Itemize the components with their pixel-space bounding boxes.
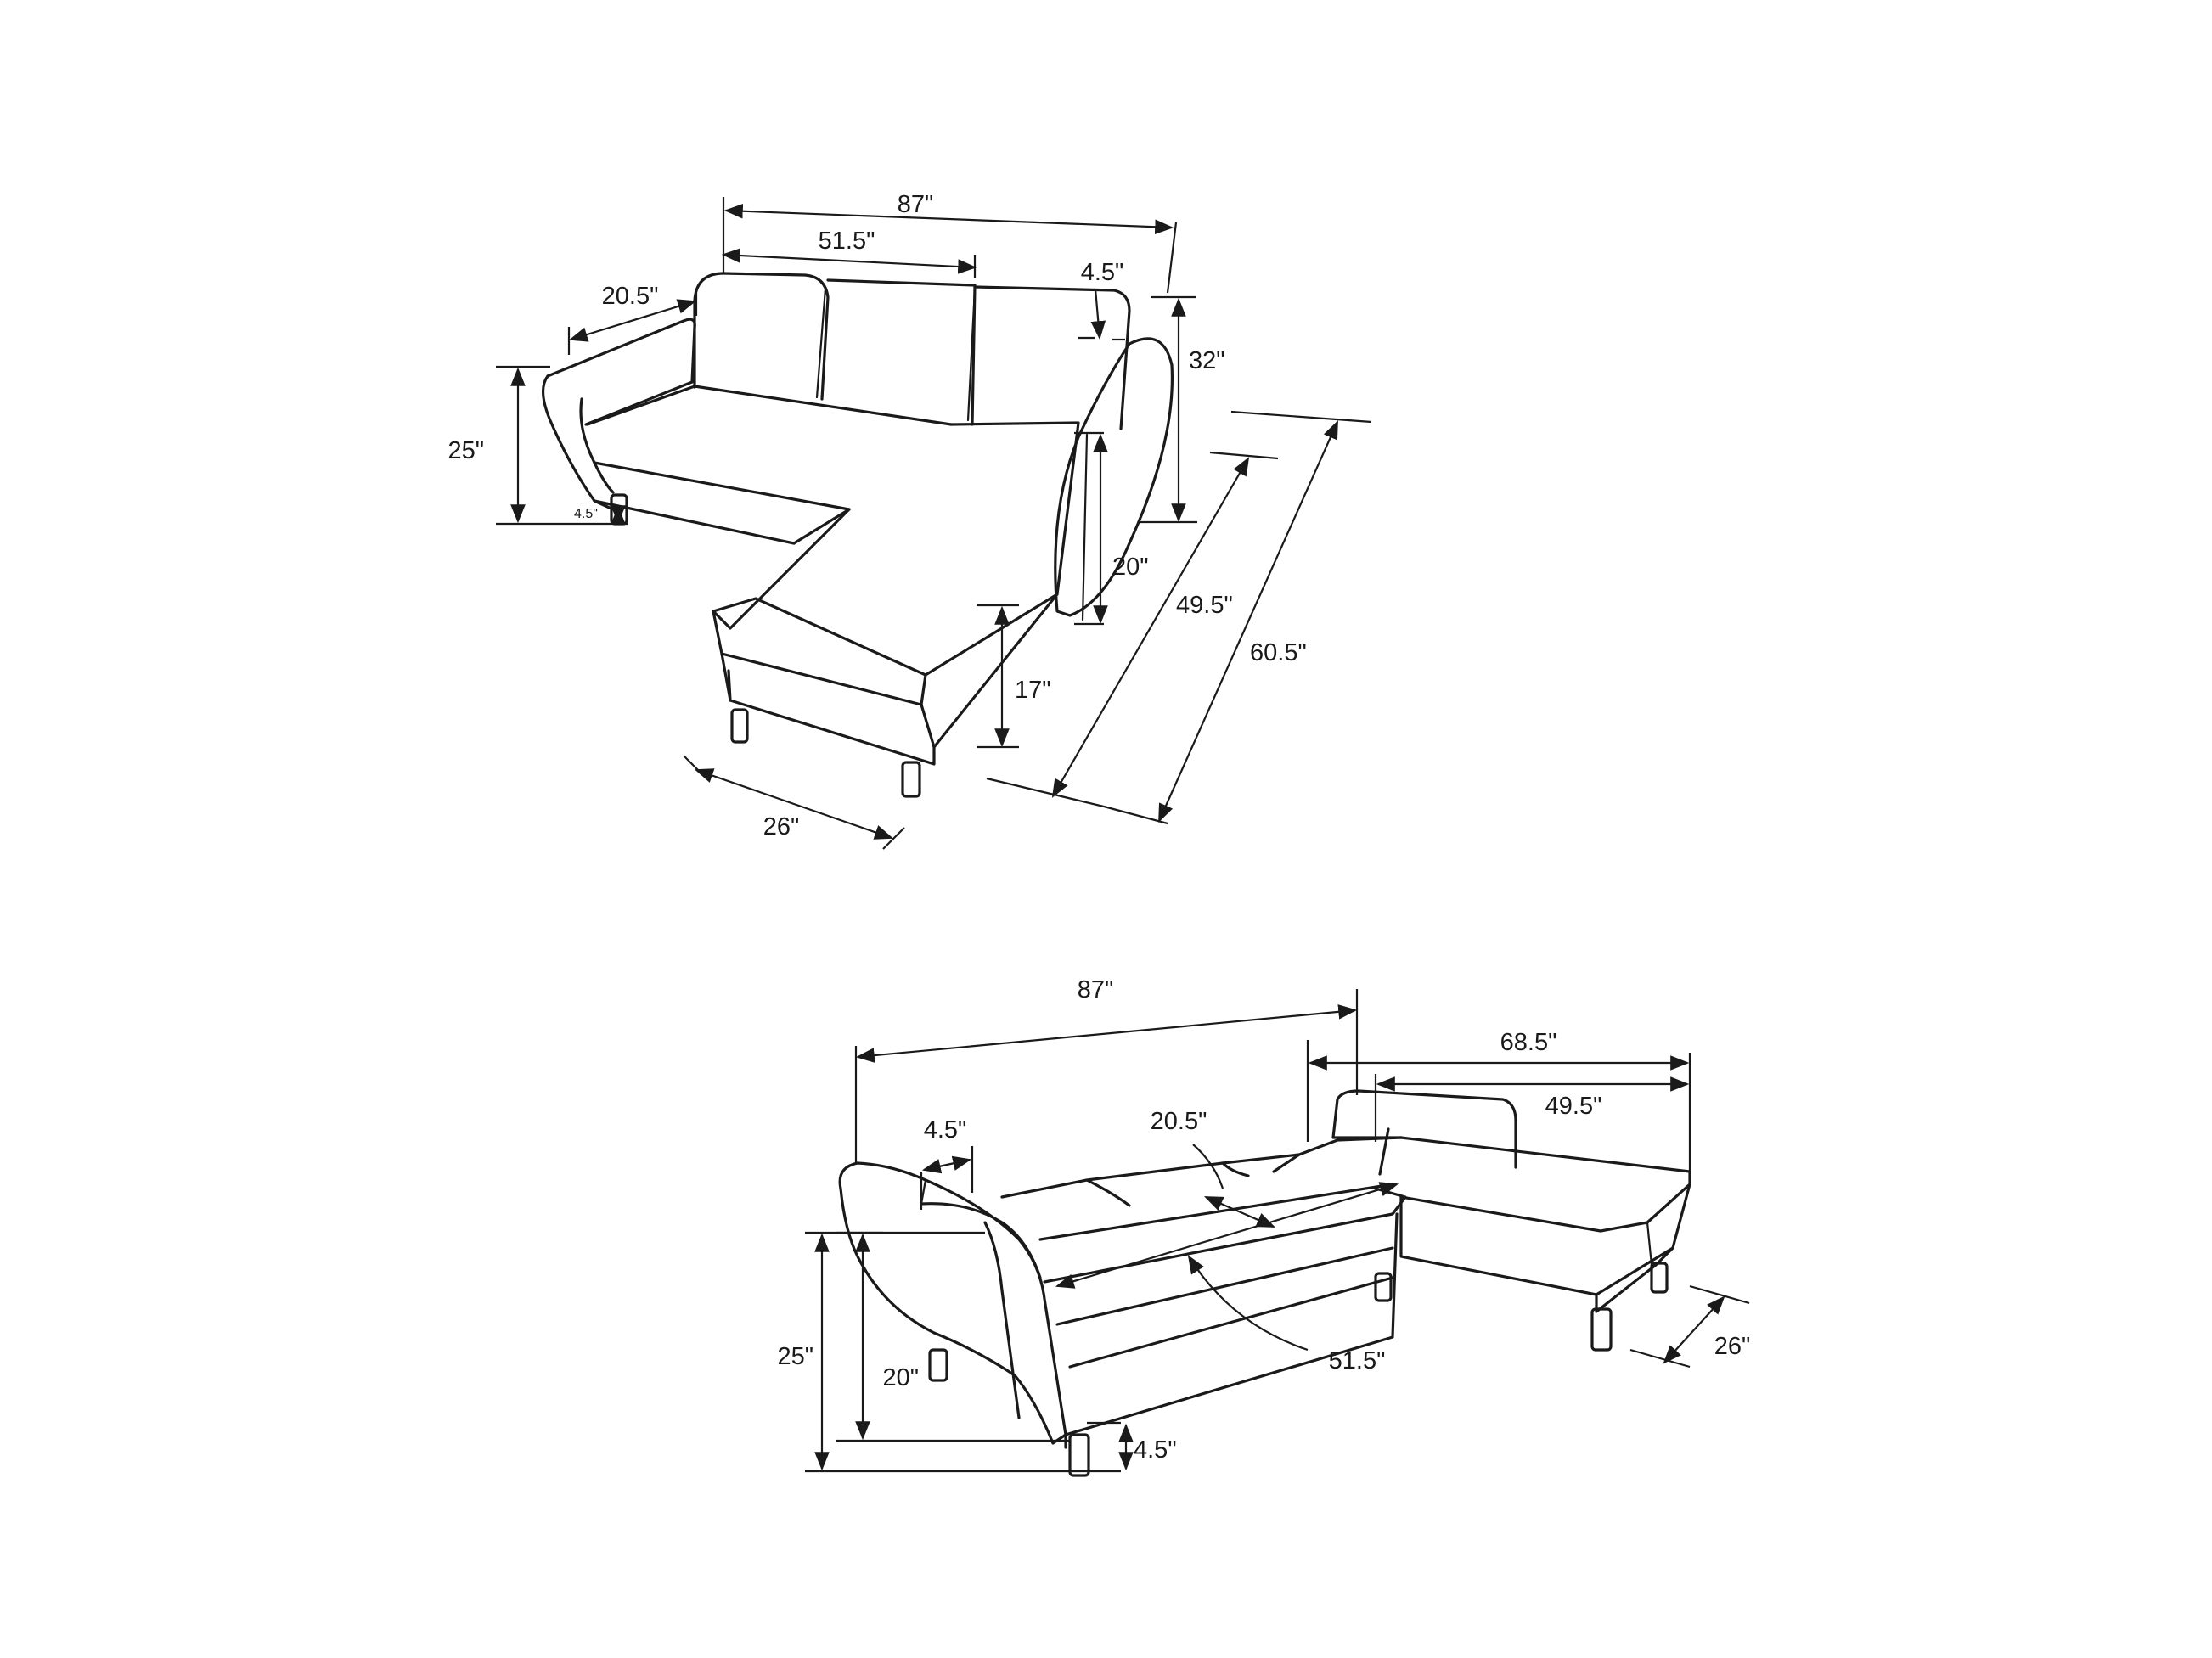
label-leg-height: 4.5": [574, 507, 598, 521]
label-bed-width: 51.5": [1329, 1347, 1386, 1374]
label-seat-height: 17": [1015, 677, 1051, 704]
sofa-upright-view: 87" 51.5" 4.5" 20.5" 32" 25" 4.5" 20" 17…: [447, 191, 1372, 850]
label-arm-height: 25": [447, 437, 484, 464]
dimension-labels-upright: 87" 51.5" 4.5" 20.5" 32" 25" 4.5" 20" 17…: [447, 191, 1306, 840]
label-bed-depth: 20.5": [1151, 1108, 1207, 1135]
dimension-labels-bed: 87" 68.5" 49.5" 4.5" 20.5" 51.5" 25" 20"…: [777, 976, 1750, 1464]
dimension-lines-upright: [496, 197, 1372, 850]
label-leg-height: 4.5": [1134, 1436, 1177, 1464]
label-total-depth: 60.5": [1250, 639, 1307, 666]
label-arm-top: 4.5": [924, 1116, 967, 1144]
label-chaise-length: 49.5": [1176, 592, 1233, 619]
dimension-lines-bed: [805, 989, 1750, 1473]
label-arm-top: 4.5": [1081, 259, 1124, 286]
label-chaise-width: 26": [763, 813, 800, 840]
label-back-width: 51.5": [819, 228, 875, 255]
label-arm-depth: 20.5": [602, 283, 659, 310]
sofa-bed-outline: [838, 1089, 1691, 1477]
label-chaise-width: 26": [1714, 1333, 1751, 1360]
label-chaise-length: 49.5": [1545, 1093, 1602, 1120]
label-arm-height: 25": [777, 1343, 813, 1370]
label-total-height: 32": [1189, 347, 1225, 374]
label-bed-length: 68.5": [1500, 1029, 1557, 1056]
label-width-total: 87": [898, 191, 934, 218]
sofa-upright-outline: [542, 272, 1174, 798]
label-arm-inner-height: 20": [882, 1364, 919, 1391]
label-arm-inner-height: 20": [1112, 554, 1149, 581]
sofa-bed-view: 87" 68.5" 49.5" 4.5" 20.5" 51.5" 25" 20"…: [777, 976, 1750, 1477]
label-width-total: 87": [1078, 976, 1114, 1003]
